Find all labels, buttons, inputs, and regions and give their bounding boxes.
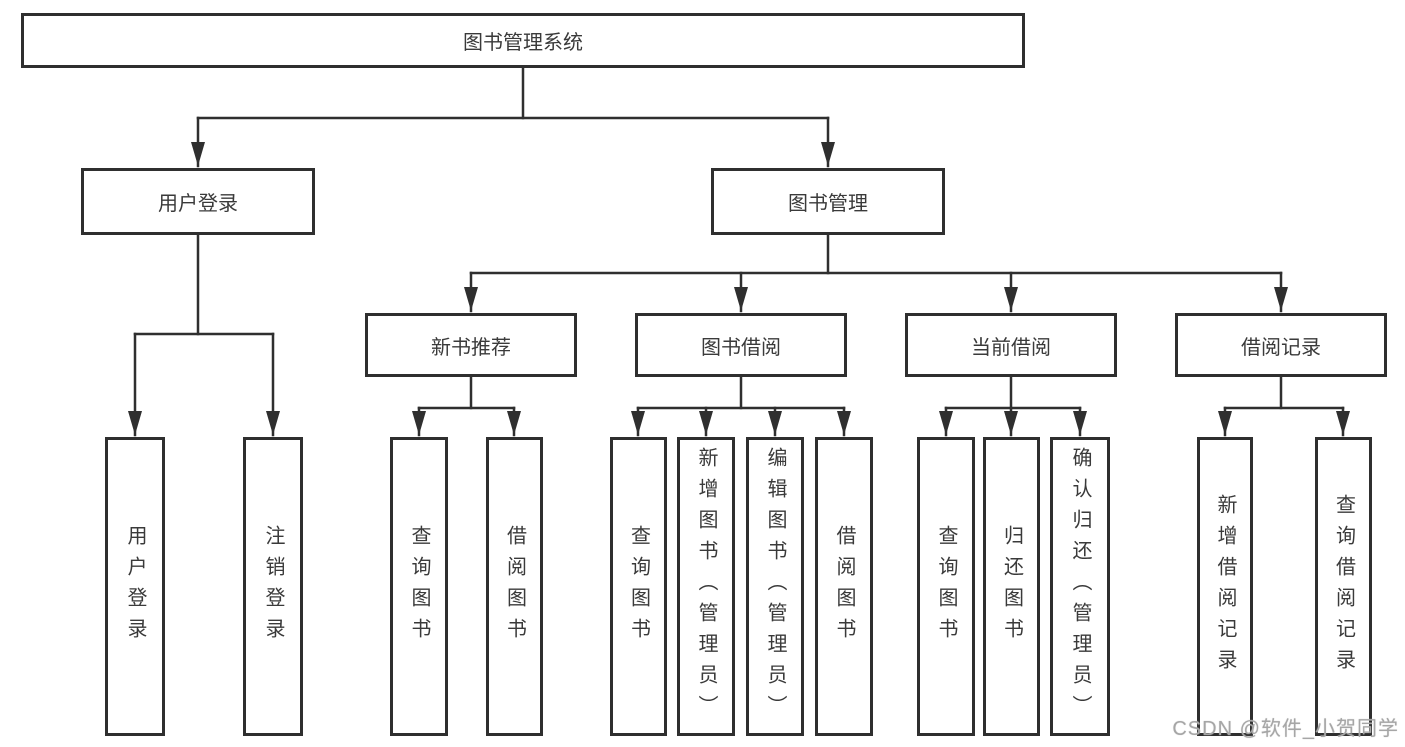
leaf-borrow-edit-admin: 编辑图书（管理员） (746, 437, 804, 736)
leaf-logout: 注销登录 (243, 437, 303, 736)
leaf-user-login: 用户登录 (105, 437, 165, 736)
leaf-borrow-book-label: 借阅图书 (833, 524, 855, 649)
node-current-borrow: 当前借阅 (905, 313, 1117, 377)
leaf-logout-label: 注销登录 (262, 524, 284, 649)
leaf-record-query-label: 查询借阅记录 (1332, 493, 1355, 680)
leaf-current-return-label: 归还图书 (1000, 524, 1023, 649)
node-new-book-recommend: 新书推荐 (365, 313, 577, 377)
leaf-record-add: 新增借阅记录 (1197, 437, 1253, 736)
leaf-record-add-label: 新增借阅记录 (1214, 493, 1236, 680)
node-book-management-label: 图书管理 (788, 193, 868, 215)
leaf-record-query: 查询借阅记录 (1315, 437, 1372, 736)
leaf-borrow-add-admin-label: 新增图书（管理员） (695, 447, 717, 726)
leaf-current-return: 归还图书 (983, 437, 1040, 736)
leaf-newbook-borrow: 借阅图书 (486, 437, 543, 736)
node-book-borrow: 图书借阅 (635, 313, 847, 377)
leaf-newbook-query-label: 查询图书 (408, 524, 430, 649)
node-user-login: 用户登录 (81, 168, 315, 235)
leaf-borrow-book: 借阅图书 (815, 437, 873, 736)
node-borrow-records: 借阅记录 (1175, 313, 1387, 377)
leaf-current-confirm-admin: 确认归还（管理员） (1050, 437, 1110, 736)
node-borrow-records-label: 借阅记录 (1241, 336, 1321, 359)
node-current-borrow-label: 当前借阅 (971, 336, 1051, 359)
node-book-borrow-label: 图书借阅 (701, 336, 781, 359)
leaf-borrow-query: 查询图书 (610, 437, 667, 736)
leaf-borrow-add-admin: 新增图书（管理员） (677, 437, 735, 736)
node-new-book-recommend-label: 新书推荐 (431, 336, 511, 359)
leaf-newbook-borrow-label: 借阅图书 (503, 524, 526, 649)
leaf-current-confirm-admin-label: 确认归还（管理员） (1069, 447, 1091, 726)
leaf-borrow-edit-admin-label: 编辑图书（管理员） (764, 447, 786, 726)
leaf-current-query: 查询图书 (917, 437, 975, 736)
leaf-borrow-query-label: 查询图书 (627, 524, 650, 649)
leaf-newbook-query: 查询图书 (390, 437, 448, 736)
leaf-user-login-label: 用户登录 (124, 524, 146, 649)
csdn-watermark: CSDN @软件_小贺同学 (1172, 718, 1399, 740)
node-root: 图书管理系统 (21, 13, 1025, 68)
leaf-current-query-label: 查询图书 (935, 524, 957, 649)
node-book-management: 图书管理 (711, 168, 945, 235)
node-user-login-label: 用户登录 (158, 193, 238, 215)
node-root-label: 图书管理系统 (463, 32, 583, 54)
